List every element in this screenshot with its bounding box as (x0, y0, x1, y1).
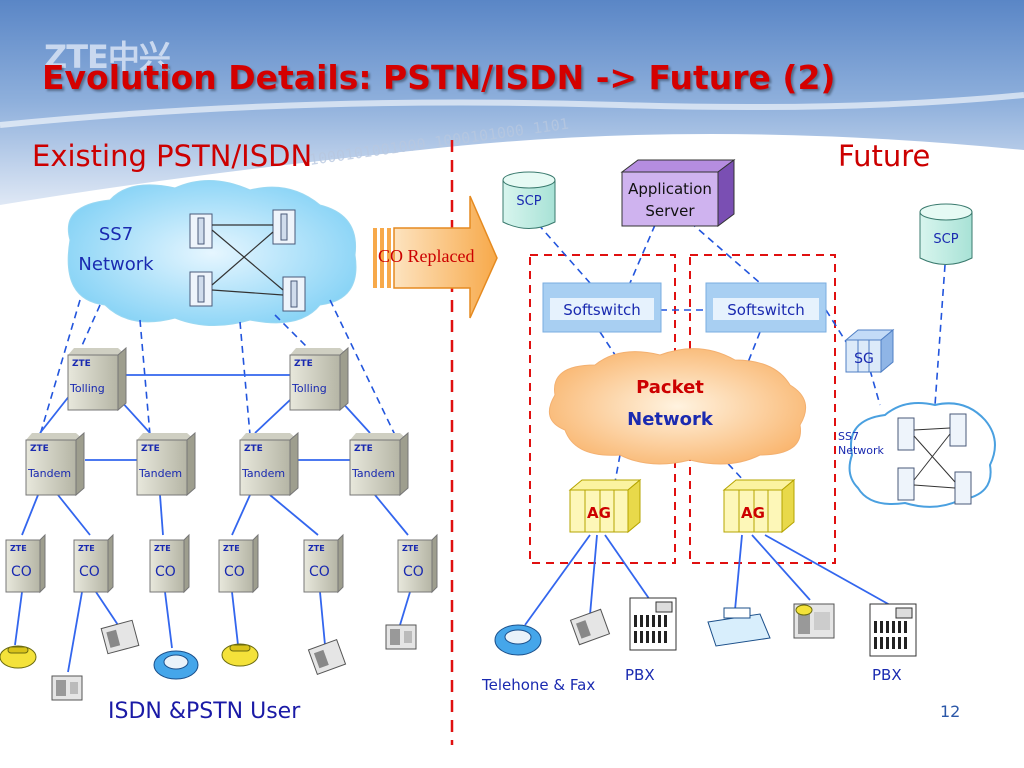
zte-tag: ZTE (78, 544, 95, 553)
stp-node (282, 276, 306, 312)
fax-icon (707, 607, 771, 647)
tandem-switch: ZTE Tandem (239, 431, 299, 497)
telephone-icon (793, 603, 835, 639)
tolling-label: Tolling (291, 382, 327, 395)
packet-network-cloud: Packet Network (548, 348, 807, 465)
telephone-icon (569, 608, 611, 646)
co-replaced-arrow (373, 195, 498, 319)
zte-tag: ZTE (30, 444, 49, 454)
stp-node (189, 271, 213, 307)
softswitch: Softswitch (542, 282, 662, 333)
softswitch-label: Softswitch (563, 301, 640, 319)
tandem-label: Tandem (241, 467, 285, 480)
co-label: CO (224, 564, 245, 580)
zte-tag: ZTE (402, 544, 419, 553)
tel-fax-label: Telehone & Fax (481, 676, 595, 694)
domain-box-right (689, 254, 836, 564)
telephone-icon (494, 624, 542, 656)
access-gateway: AG (722, 478, 796, 534)
co-switch: ZTE CO (397, 533, 438, 594)
telephone-icon (385, 624, 417, 650)
tandem-label: Tandem (351, 467, 395, 480)
signaling-gateway: SG (844, 328, 895, 374)
sg-label: SG (854, 351, 874, 367)
ss7-cloud-small: SS7 Network (838, 402, 996, 508)
pbx-label: PBX (625, 666, 655, 684)
stp-node (189, 213, 213, 249)
stp-node (272, 209, 296, 245)
app-server-line2: Server (645, 202, 695, 220)
zte-tag: ZTE (223, 544, 240, 553)
scp-label: SCP (516, 194, 541, 209)
telephone-icon (100, 619, 140, 655)
tandem-label: Tandem (27, 467, 71, 480)
existing-heading: Existing PSTN/ISDN (32, 139, 313, 173)
packet-network-line1: Packet (636, 377, 704, 398)
softswitch-label: Softswitch (727, 301, 804, 319)
ss7-label-line1: SS7 (99, 224, 133, 245)
ss7-small-line1: SS7 (838, 430, 859, 443)
pbx-icon (869, 603, 917, 657)
zte-tag: ZTE (154, 544, 171, 553)
tandem-switch: ZTE Tandem (25, 431, 85, 497)
zte-tag: ZTE (244, 444, 263, 454)
co-label: CO (79, 564, 100, 580)
co-switch: ZTE CO (303, 533, 344, 594)
zte-tag: ZTE (308, 544, 325, 553)
zte-tag: ZTE (141, 444, 160, 454)
app-server-line1: Application (628, 180, 712, 198)
zte-tag: ZTE (72, 359, 91, 369)
page-number: 12 (940, 702, 961, 721)
telephone-icon (221, 643, 259, 667)
co-label: CO (403, 564, 424, 580)
pbx-label: PBX (872, 666, 902, 684)
co-switch: ZTE CO (149, 533, 190, 594)
zte-tag: ZTE (294, 359, 313, 369)
ss7-cloud: SS7 Network (67, 179, 357, 327)
slide-title: Evolution Details: PSTN/ISDN -> Future (… (42, 58, 836, 97)
zte-tag: ZTE (354, 444, 373, 454)
ss7-label-line2: Network (78, 254, 154, 275)
scp-database: SCP (919, 203, 973, 265)
telephone-icon (307, 639, 347, 675)
co-switch: ZTE CO (218, 533, 259, 594)
tandem-label: Tandem (138, 467, 182, 480)
tolling-switch: ZTE Tolling (289, 346, 349, 412)
co-label: CO (11, 564, 32, 580)
tolling-switch: ZTE Tolling (67, 346, 127, 412)
future-heading: Future (838, 139, 931, 173)
ss7-small-line2: Network (838, 444, 885, 457)
scp-label: SCP (933, 232, 958, 247)
telephone-icon (0, 645, 37, 669)
ag-label: AG (741, 504, 765, 522)
telephone-icon (153, 650, 199, 680)
scp-database: SCP (502, 171, 556, 229)
co-label: CO (309, 564, 330, 580)
access-gateway: AG (568, 478, 642, 534)
packet-network-line2: Network (627, 409, 714, 430)
tandem-switch: ZTE Tandem (349, 431, 409, 497)
co-switch: ZTE CO (73, 533, 114, 594)
co-replaced-label: CO Replaced (378, 246, 475, 266)
zte-tag: ZTE (10, 544, 27, 553)
co-label: CO (155, 564, 176, 580)
isdn-pstn-user-label: ISDN &PSTN User (108, 699, 301, 724)
ag-label: AG (587, 504, 611, 522)
pbx-icon (629, 597, 677, 651)
tandem-switch: ZTE Tandem (136, 431, 196, 497)
telephone-icon (51, 675, 83, 701)
co-switch: ZTE CO (5, 533, 46, 594)
tolling-label: Tolling (69, 382, 105, 395)
softswitch: Softswitch (705, 282, 827, 333)
zte-logo: ZTE中兴 (44, 38, 171, 76)
application-server: Application Server (620, 159, 736, 227)
